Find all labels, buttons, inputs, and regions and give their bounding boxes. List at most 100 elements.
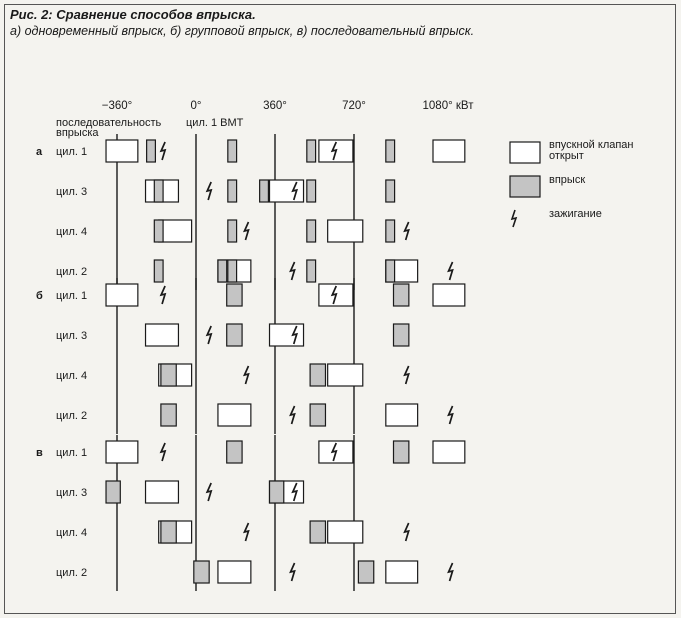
legend-injection-label: впрыск <box>549 174 585 186</box>
ignition-icon <box>291 325 298 345</box>
ignition-icon <box>291 181 298 201</box>
injection-box <box>227 259 238 283</box>
injection-box <box>227 219 238 243</box>
ignition-icon <box>242 221 250 241</box>
injection-box <box>309 363 327 387</box>
valve-open-box <box>105 440 139 464</box>
group-label: а <box>36 146 43 158</box>
injection-box <box>385 259 396 283</box>
injection-box <box>193 560 210 584</box>
axis-tick-label: 0° <box>191 100 202 112</box>
valve-open-box <box>217 560 252 584</box>
ignition-icon <box>159 141 167 161</box>
ignition-icon <box>447 562 454 582</box>
cylinder-label: цил. 2 <box>56 266 87 278</box>
cylinder-label: цил. 3 <box>56 487 87 499</box>
ignition-icon <box>205 482 213 502</box>
injection-box <box>105 480 121 504</box>
legend-valve-swatch <box>509 141 541 164</box>
group-label: в <box>36 447 43 459</box>
injection-box <box>217 259 228 283</box>
injection-box <box>153 219 164 243</box>
ignition-icon <box>403 522 410 542</box>
valve-open-box <box>432 139 466 163</box>
valve-open-box <box>268 323 305 347</box>
ignition-icon <box>447 405 454 425</box>
cylinder-label: цил. 1 <box>56 146 87 158</box>
figure-title: Рис. 2: Сравнение способов впрыска. <box>10 7 256 22</box>
legend-ignition-icon <box>510 209 518 228</box>
ignition-icon <box>330 285 338 305</box>
valve-open-box <box>432 440 466 464</box>
reference-label: цил. 1 ВМТ <box>186 117 244 129</box>
injection-box <box>385 139 396 163</box>
legend-valve-label: впускной клапан <box>549 139 634 151</box>
valve-open-box <box>268 179 305 203</box>
axis-tick-label: −360° <box>102 100 133 112</box>
axis-tick-label: 1080° кВт <box>423 100 475 112</box>
injection-box <box>146 139 157 163</box>
valve-open-box <box>432 283 466 307</box>
injection-box <box>392 440 410 464</box>
group-label: б <box>36 290 43 302</box>
injection-box <box>357 560 375 584</box>
ignition-icon <box>242 522 250 542</box>
valve-open-box <box>327 219 364 243</box>
ignition-icon <box>330 442 338 462</box>
legend-valve-label-2: открыт <box>549 150 584 162</box>
ignition-icon <box>242 365 250 385</box>
sequence-label-2: впрыска <box>56 127 99 139</box>
valve-open-box <box>144 480 180 504</box>
injection-box <box>160 363 177 387</box>
ignition-icon <box>447 261 454 281</box>
injection-box <box>306 259 317 283</box>
injection-box <box>306 219 317 243</box>
valve-open-box <box>144 323 180 347</box>
injection-box <box>309 520 327 544</box>
axis-tick-label: 360° <box>263 100 287 112</box>
injection-box <box>160 403 177 427</box>
ignition-icon <box>205 181 213 201</box>
diagram-marks: а цил. 1 цил. 3 цил. 4 цил. 2 б цил. 1 цил. 3 ци… <box>36 134 466 591</box>
cylinder-label: цил. 1 <box>56 447 87 459</box>
injection-box <box>227 179 238 203</box>
valve-open-box <box>385 560 419 584</box>
cylinder-label: цил. 1 <box>56 290 87 302</box>
ignition-icon <box>159 285 167 305</box>
cylinder-label: цил. 3 <box>56 330 87 342</box>
injection-box <box>268 480 285 504</box>
figure-frame <box>4 4 676 614</box>
legend-ignition-label: зажигание <box>549 208 602 220</box>
injection-box <box>385 179 396 203</box>
injection-box <box>226 440 243 464</box>
valve-open-box <box>105 139 139 163</box>
injection-box <box>306 179 317 203</box>
valve-open-box <box>327 363 364 387</box>
cylinder-label: цил. 4 <box>56 226 87 238</box>
ignition-icon <box>289 405 296 425</box>
legend-injection-swatch <box>509 175 541 198</box>
figure-subtitle: а) одновременный впрыск, б) групповой вп… <box>10 24 475 38</box>
valve-open-box <box>327 520 364 544</box>
ignition-icon <box>330 141 338 161</box>
valve-open-box <box>385 403 419 427</box>
ignition-icon <box>403 365 410 385</box>
ignition-icon <box>289 261 296 281</box>
injection-box <box>385 219 396 243</box>
cylinder-label: цил. 4 <box>56 527 87 539</box>
injection-box <box>259 179 270 203</box>
injection-box <box>392 323 410 347</box>
injection-box <box>227 139 238 163</box>
ignition-icon <box>205 325 213 345</box>
cylinder-label: цил. 4 <box>56 370 87 382</box>
injection-box <box>306 139 317 163</box>
cylinder-label: цил. 2 <box>56 567 87 579</box>
valve-open-box <box>217 403 252 427</box>
ignition-icon <box>291 482 298 502</box>
axis-tick-label: 720° <box>342 100 366 112</box>
injection-box <box>309 403 327 427</box>
cylinder-label: цил. 2 <box>56 410 87 422</box>
injection-box <box>160 520 177 544</box>
injection-box <box>226 283 243 307</box>
